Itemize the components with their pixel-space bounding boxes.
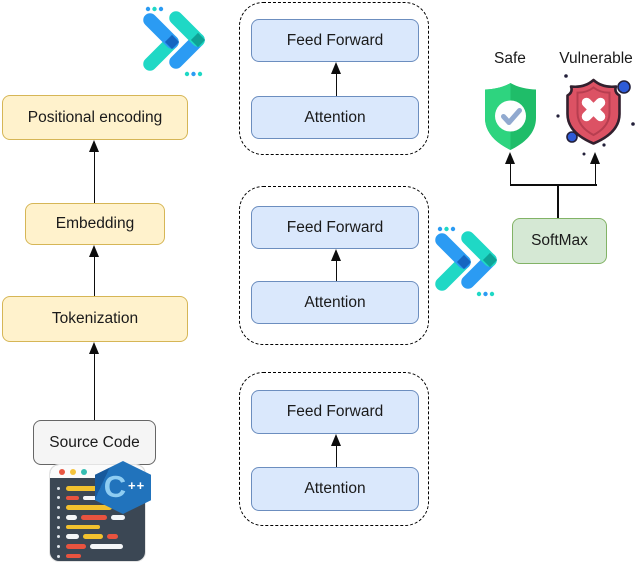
fast-forward-icon	[139, 4, 209, 78]
cpp-letter: C	[103, 469, 127, 504]
node-label: Tokenization	[51, 310, 139, 327]
arrow-source-to-tokenization	[89, 342, 100, 420]
node-label: SoftMax	[531, 232, 588, 249]
safe-shield-icon	[485, 83, 536, 150]
fast-forward-icon	[431, 224, 501, 298]
node-attention: Attention	[251, 467, 419, 511]
node-label: Feed Forward	[286, 218, 384, 236]
node-embedding: Embedding	[25, 203, 165, 245]
vulnerable-shield-icon	[556, 74, 635, 156]
node-label: Feed Forward	[286, 31, 384, 49]
arrowhead-icon	[89, 245, 99, 257]
node-feed-forward: Feed Forward	[251, 390, 419, 434]
node-tokenization: Tokenization	[2, 296, 188, 342]
x-mark-icon	[581, 97, 606, 122]
label-safe: Safe	[494, 50, 526, 67]
arrowhead-icon	[505, 152, 515, 164]
node-attention: Attention	[251, 96, 419, 139]
label-vulnerable: Vulnerable	[559, 50, 633, 67]
node-label: Attention	[304, 293, 366, 311]
node-feed-forward: Feed Forward	[251, 206, 419, 249]
arrowhead-icon	[331, 249, 341, 261]
node-attention: Attention	[251, 281, 419, 324]
window-dot-yellow-icon	[70, 468, 76, 475]
node-label: Embedding	[55, 215, 135, 232]
code-lines	[57, 486, 139, 563]
encoder-block-1: Feed Forward Attention	[239, 2, 429, 155]
node-feed-forward: Feed Forward	[251, 19, 419, 62]
connector-softmax-stem	[557, 184, 559, 218]
arrowhead-icon	[89, 342, 99, 354]
arrow-attention-to-feedforward	[331, 249, 342, 281]
decor-dot-blue	[617, 80, 631, 94]
arrow-embedding-to-positional	[89, 140, 100, 203]
node-positional-encoding: Positional encoding	[2, 95, 188, 140]
arrow-attention-to-feedforward	[331, 62, 342, 96]
node-source-code: Source Code	[33, 420, 156, 465]
cpp-plusplus: ++	[128, 478, 146, 493]
node-label: Source Code	[49, 433, 140, 451]
node-label: Positional encoding	[27, 108, 163, 126]
arrow-tokenization-to-embedding	[89, 245, 100, 296]
encoder-block-3: Feed Forward Attention	[239, 372, 429, 526]
node-label: Feed Forward	[286, 403, 384, 420]
arrow-attention-to-feedforward	[331, 434, 342, 467]
connector-branch	[510, 184, 597, 186]
window-dot-teal-icon	[81, 468, 87, 475]
arrowhead-icon	[89, 140, 99, 152]
node-label: Attention	[304, 480, 366, 497]
node-label: Attention	[304, 108, 366, 126]
window-dot-red-icon	[59, 468, 65, 475]
arrowhead-icon	[331, 434, 341, 446]
arrow-softmax-to-safe	[505, 152, 516, 185]
arrowhead-icon	[331, 62, 341, 74]
decor-dot-blue	[566, 131, 578, 143]
arrow-softmax-to-vulnerable	[590, 152, 601, 185]
node-softmax: SoftMax	[512, 218, 607, 264]
arrowhead-icon	[590, 152, 600, 164]
encoder-block-2: Feed Forward Attention	[239, 186, 429, 345]
